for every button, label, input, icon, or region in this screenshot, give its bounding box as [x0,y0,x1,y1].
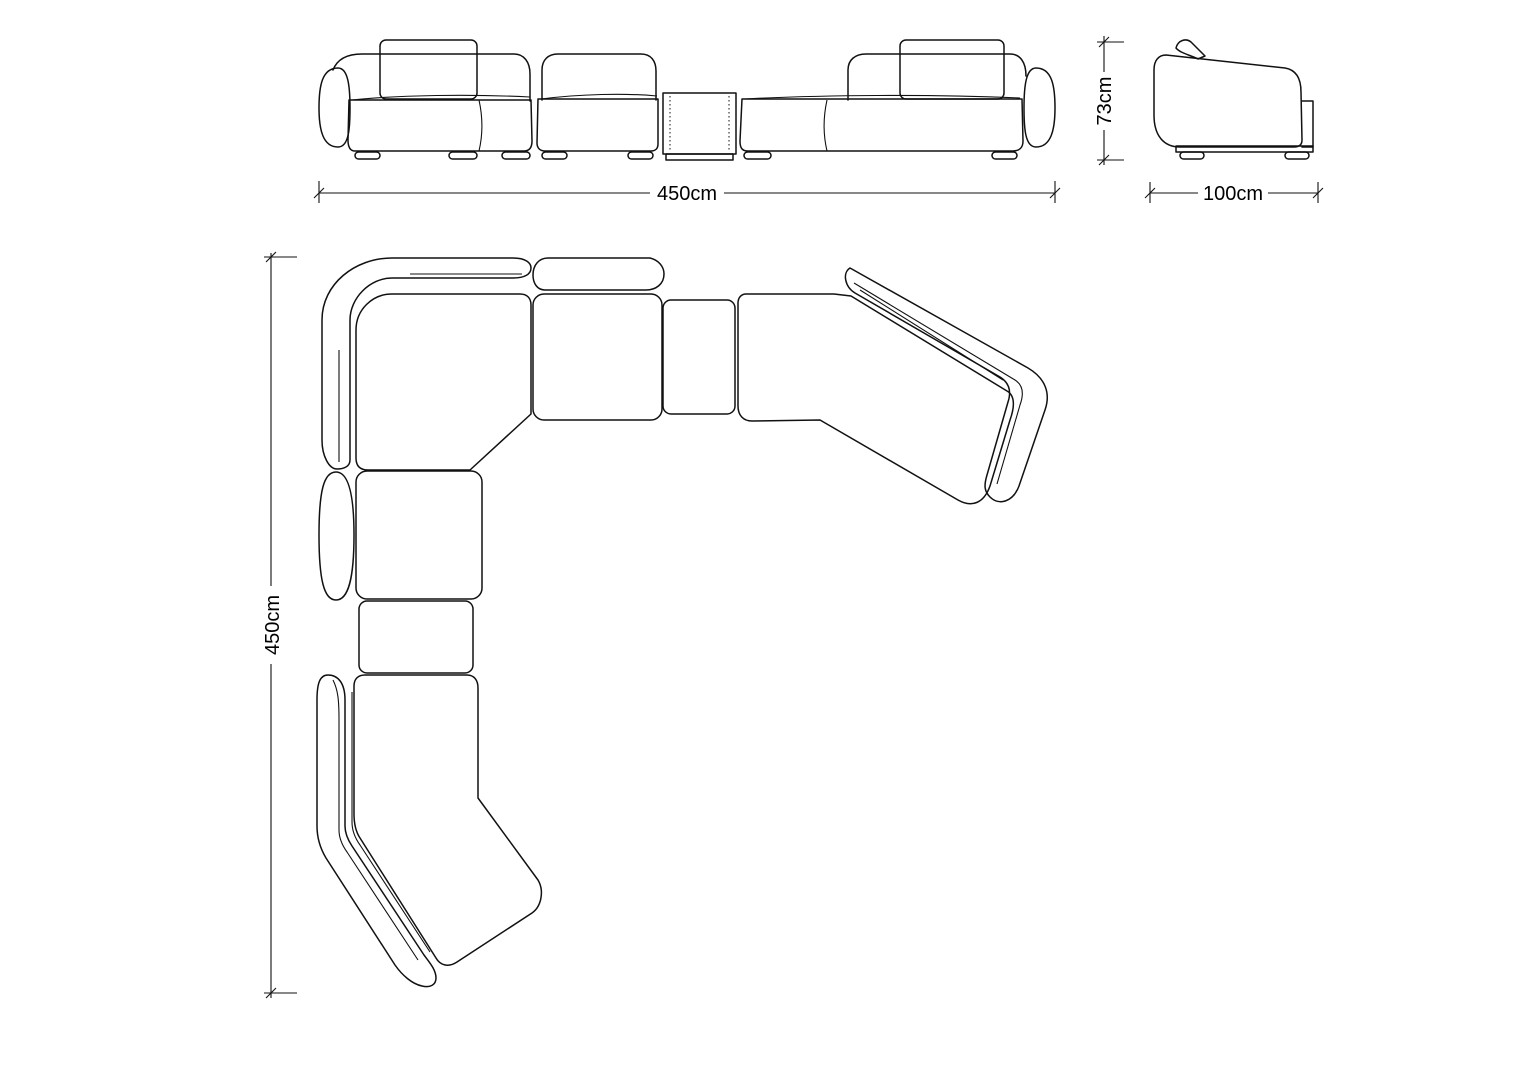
front-left-pillow [379,39,478,100]
plan-bottom-chaise-back [316,674,437,988]
plan-depth-label: 450cm [262,595,284,655]
front-elevation [318,39,1056,161]
front-foot [501,151,531,160]
plan-left-armrest [318,471,355,601]
front-right-pillow [899,39,1005,100]
front-foot [991,151,1018,160]
front-middle-backrest [541,53,657,101]
front-foot [743,151,772,160]
height-label: 73cm [1094,77,1116,126]
side-base [1175,145,1314,153]
side-depth-dimension: 100cm [1144,182,1324,205]
front-right-armrest [1023,67,1056,148]
plan-top-pillow [532,257,665,291]
plan-view [316,257,1049,988]
height-dimension: 73cm [1094,36,1124,166]
front-width-dimension: 450cm [313,181,1061,205]
side-foot [1284,151,1310,160]
plan-bottom-chaise [353,674,543,966]
plan-side-table-left [358,600,474,674]
side-body [1153,54,1303,148]
side-pillow [1175,39,1206,60]
plan-right-chaise-back [844,267,1049,503]
front-right-seat [739,98,1024,152]
front-foot [627,151,654,160]
plan-corner-seat [355,293,532,471]
front-left-armrest [318,67,351,148]
side-foot [1179,151,1205,160]
plan-depth-dimension: 450cm [262,251,297,999]
side-seat-front [1301,100,1314,148]
front-foot [541,151,568,160]
front-foot [448,151,478,160]
front-left-seat [347,99,533,152]
plan-side-table-top [662,299,736,415]
front-middle-seat [536,98,659,152]
plan-corner-backrest [321,257,532,470]
side-depth-label: 100cm [1203,183,1263,205]
front-right-backrest [847,53,1027,101]
front-left-backrest [332,53,531,102]
front-side-table-base [665,153,734,161]
plan-left-seat [355,470,483,600]
front-side-table [662,92,737,155]
side-elevation [1153,39,1314,160]
plan-top-seat [532,293,663,421]
front-foot [354,151,381,160]
plan-right-chaise [737,293,1015,505]
front-width-label: 450cm [657,183,717,205]
